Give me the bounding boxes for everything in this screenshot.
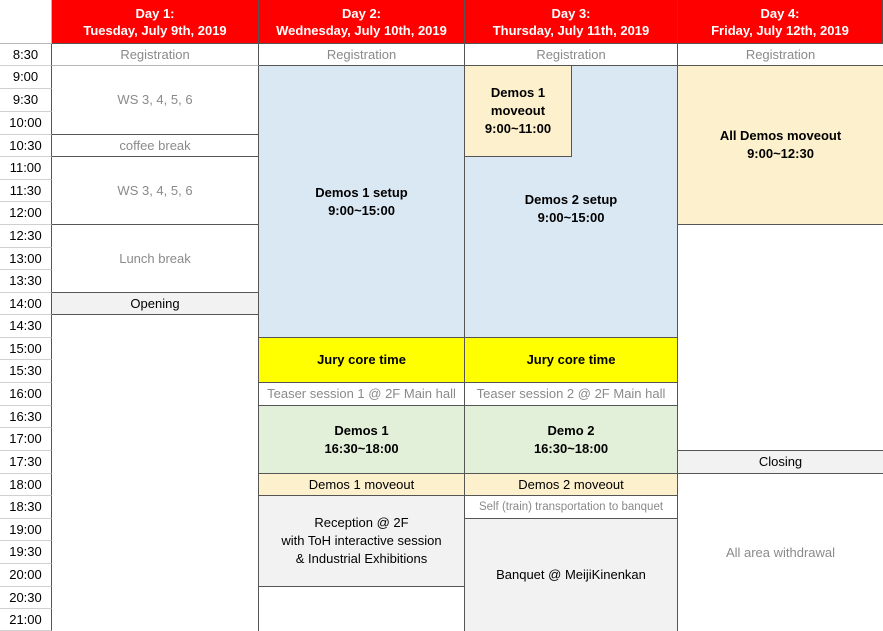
- time-label: 12:00: [0, 202, 52, 225]
- day4-moveout-time: 9:00~12:30: [747, 146, 814, 161]
- time-label: 12:30: [0, 225, 52, 248]
- day2-setup-title: Demos 1 setup: [315, 184, 408, 200]
- day1-workshop-morning: WS 3, 4, 5, 6: [52, 66, 259, 135]
- day3-transport: Self (train) transportation to banquet: [465, 496, 678, 519]
- day3-moveout-title1: Demos 1: [490, 85, 546, 100]
- day2-reception-line2: with ToH interactive session: [281, 533, 442, 548]
- time-label: 10:30: [0, 135, 52, 157]
- day1-registration: Registration: [52, 44, 259, 66]
- time-label: 15:00: [0, 338, 52, 360]
- time-label: 11:30: [0, 180, 52, 202]
- time-label: 14:00: [0, 293, 52, 315]
- day2-empty: [259, 587, 465, 631]
- time-label: 10:00: [0, 112, 52, 135]
- time-label: 13:30: [0, 270, 52, 293]
- day1-header-line2: Tuesday, July 9th, 2019: [83, 22, 227, 38]
- time-label: 14:30: [0, 315, 52, 338]
- day4-empty: [678, 225, 883, 451]
- time-label: 17:30: [0, 451, 52, 474]
- day3-banquet: Banquet @ MeijiKinenkan: [465, 519, 678, 631]
- time-label: 17:00: [0, 428, 52, 451]
- time-label: 20:00: [0, 564, 52, 587]
- day3-demos-time: 16:30~18:00: [533, 440, 609, 456]
- time-label: 15:30: [0, 360, 52, 383]
- time-label: 19:00: [0, 519, 52, 541]
- day1-coffee-break: coffee break: [52, 135, 259, 157]
- day4-withdrawal: All area withdrawal: [678, 474, 883, 631]
- time-label: 8:30: [0, 44, 52, 66]
- time-label: 13:00: [0, 248, 52, 270]
- day1-empty: [52, 315, 259, 631]
- day3-header-line2: Thursday, July 11th, 2019: [492, 22, 650, 38]
- time-label: 11:00: [0, 157, 52, 180]
- day2-demos-setup: Demos 1 setup 9:00~15:00: [259, 66, 465, 338]
- day1-header-line1: Day 1:: [135, 5, 175, 21]
- day2-demos-title: Demos 1: [334, 422, 389, 438]
- time-label: 20:30: [0, 587, 52, 609]
- day2-setup-time: 9:00~15:00: [328, 202, 395, 218]
- day3-jury-core-time: Jury core time: [465, 338, 678, 383]
- day2-header-line2: Wednesday, July 10th, 2019: [276, 22, 447, 38]
- day2-reception-line1: Reception @ 2F: [314, 515, 409, 530]
- day2-teaser-session: Teaser session 1 @ 2F Main hall: [259, 383, 465, 406]
- day4-registration: Registration: [678, 44, 883, 66]
- day1-opening: Opening: [52, 293, 259, 315]
- time-label: 18:30: [0, 496, 52, 519]
- day2-reception-line3: & Industrial Exhibitions: [295, 551, 428, 566]
- day2-reception: Reception @ 2F with ToH interactive sess…: [259, 496, 465, 587]
- day3-demos: Demo 2 16:30~18:00: [465, 406, 678, 474]
- day3-moveout: Demos 2 moveout: [465, 474, 678, 496]
- day2-moveout: Demos 1 moveout: [259, 474, 465, 496]
- day3-registration: Registration: [465, 44, 678, 66]
- day3-header: Day 3: Thursday, July 11th, 2019: [465, 0, 678, 44]
- day4-all-demos-moveout: All Demos moveout 9:00~12:30: [678, 66, 883, 225]
- day3-demos-title: Demo 2: [547, 422, 595, 438]
- day4-header-line1: Day 4:: [760, 5, 800, 21]
- day3-setup-title: Demos 2 setup: [524, 191, 618, 207]
- day1-header: Day 1: Tuesday, July 9th, 2019: [52, 0, 259, 44]
- time-label: 9:30: [0, 89, 52, 112]
- time-label: 19:30: [0, 541, 52, 564]
- day4-closing: Closing: [678, 451, 883, 474]
- time-label: 16:00: [0, 383, 52, 406]
- day2-header: Day 2: Wednesday, July 10th, 2019: [259, 0, 465, 44]
- time-label: 16:30: [0, 406, 52, 428]
- day4-header-line2: Friday, July 12th, 2019: [711, 22, 849, 38]
- time-label: 21:00: [0, 609, 52, 631]
- day2-demos-time: 16:30~18:00: [324, 440, 399, 456]
- day3-header-line1: Day 3:: [551, 5, 591, 21]
- corner-cell: [0, 0, 52, 44]
- day3-teaser-session: Teaser session 2 @ 2F Main hall: [465, 383, 678, 406]
- day3-demos1-moveout: Demos 1 moveout 9:00~11:00: [465, 66, 572, 157]
- day1-lunch-break: Lunch break: [52, 225, 259, 293]
- day4-moveout-title: All Demos moveout: [719, 128, 842, 143]
- time-label: 18:00: [0, 474, 52, 496]
- day2-header-line1: Day 2:: [341, 5, 382, 21]
- day2-registration: Registration: [259, 44, 465, 66]
- day4-header: Day 4: Friday, July 12th, 2019: [678, 0, 883, 44]
- day1-workshop-late: WS 3, 4, 5, 6: [52, 157, 259, 225]
- time-label: 9:00: [0, 66, 52, 89]
- day3-moveout-title2: moveout: [490, 103, 546, 118]
- day2-jury-core-time: Jury core time: [259, 338, 465, 383]
- day2-demos: Demos 1 16:30~18:00: [259, 406, 465, 474]
- day3-moveout-time: 9:00~11:00: [484, 121, 552, 136]
- day3-setup-time: 9:00~15:00: [537, 209, 605, 225]
